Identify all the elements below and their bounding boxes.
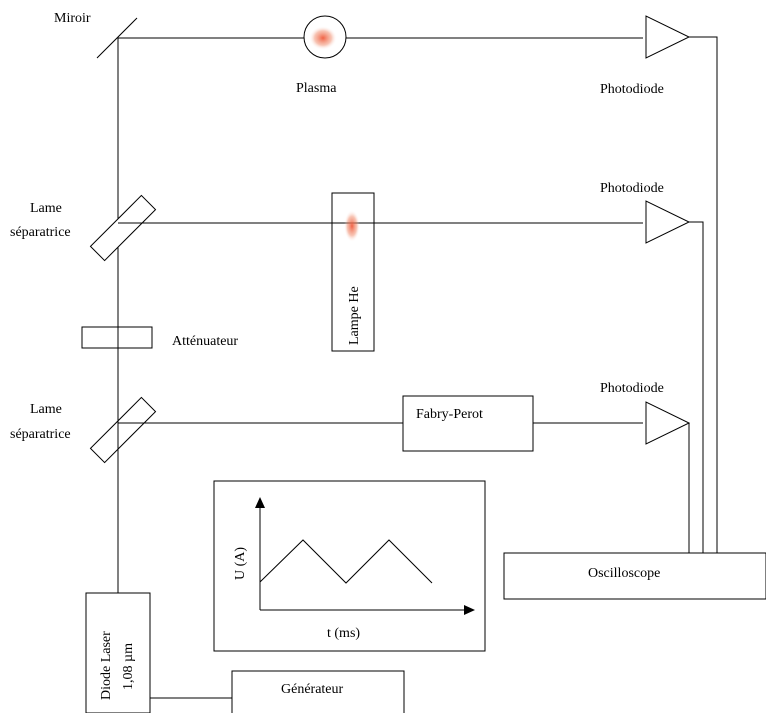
photodiode-2-cable: [689, 221, 704, 553]
generator-label: Générateur: [281, 682, 344, 697]
photodiode-2: [645, 200, 691, 244]
inset-plot-xlabel: t (ms): [327, 626, 360, 641]
laser-diode-label-line2: 1,08 µm: [121, 643, 136, 690]
fabry-perot-label: Fabry-Perot: [416, 407, 483, 422]
oscilloscope: [503, 552, 766, 600]
inset-plot-triangle-wave: [259, 539, 433, 584]
attenuator: [81, 326, 153, 349]
helium-lamp-glow: [344, 210, 360, 242]
inset-plot-x-arrow: [464, 605, 475, 615]
photodiode-3-label: Photodiode: [600, 381, 664, 396]
inset-plot-ylabel: U (A): [233, 547, 248, 580]
beam-splitter-2-label-line2: séparatrice: [10, 427, 71, 442]
laser-diode: [85, 592, 151, 713]
helium-lamp-label: Lampe He: [347, 286, 362, 345]
generator: [231, 670, 405, 713]
laser-diode-label-line1: Diode Laser: [99, 631, 114, 700]
attenuator-label: Atténuateur: [172, 334, 238, 349]
photodiode-1-cable: [689, 36, 718, 553]
beam-splitter-1-label-line1: Lame: [30, 201, 62, 216]
beam-splitter-2: [89, 396, 157, 464]
beam-splitter-2-label-line1: Lame: [30, 402, 62, 417]
plasma-label: Plasma: [296, 81, 337, 96]
photodiode-1-label: Photodiode: [600, 82, 664, 97]
photodiode-1: [645, 15, 691, 59]
fabry-perot: [402, 395, 534, 452]
plasma-glow: [309, 26, 337, 50]
photodiode-3: [645, 401, 691, 445]
mirror: [96, 17, 138, 59]
inset-plot-y-arrow: [255, 497, 265, 508]
beam-splitter-1-label-line2: séparatrice: [10, 225, 71, 240]
beam-splitter-1: [89, 194, 157, 262]
photodiode-2-label: Photodiode: [600, 181, 664, 196]
inset-plot-frame: [213, 480, 486, 652]
mirror-label: Miroir: [54, 11, 91, 26]
oscilloscope-label: Oscilloscope: [588, 566, 660, 581]
